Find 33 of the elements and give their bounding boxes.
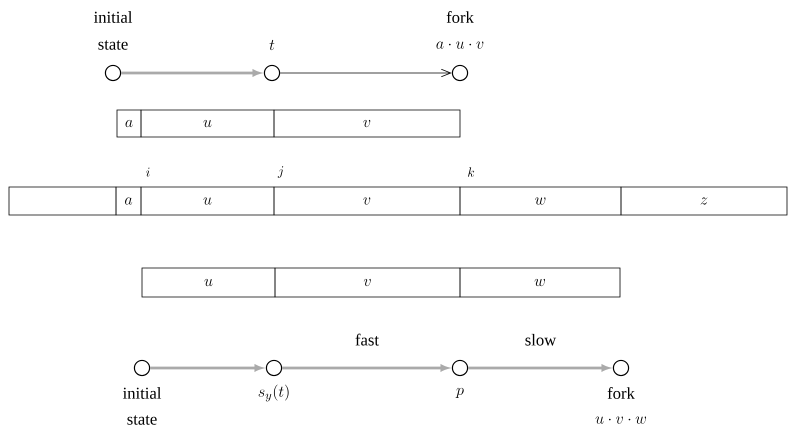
state-label: state <box>98 40 128 50</box>
arrow <box>280 68 452 78</box>
tape-cell: $v$ <box>274 186 460 216</box>
arrow <box>468 364 610 372</box>
state-label: $u \cdot v \cdot w$ <box>596 416 646 424</box>
state-label: fork <box>446 11 474 23</box>
state-label: $t$ <box>270 40 274 50</box>
state-label: $a \cdot u \cdot v$ <box>436 42 484 49</box>
tape-cell: $w$ <box>460 268 620 298</box>
arrow <box>282 364 448 372</box>
state-label: initial <box>94 11 132 23</box>
tape-cell: $z$ <box>620 186 788 216</box>
tape-cell: $u$ <box>142 268 276 298</box>
edge-label: slow <box>525 334 556 346</box>
tape-cell: $v$ <box>274 268 460 298</box>
edge-label: fast <box>356 334 379 346</box>
position-label: $k$ <box>468 167 474 177</box>
state-label: $p$ <box>456 388 464 398</box>
state-label: initial <box>122 387 162 399</box>
arrow <box>150 364 262 372</box>
tape-cell: $a$ <box>116 186 142 216</box>
tape-cell: $v$ <box>274 110 460 138</box>
state-label: fork <box>608 387 635 399</box>
state-label: state <box>127 415 157 425</box>
tape-cell: $u$ <box>140 186 274 216</box>
tape-cell: $w$ <box>460 186 622 216</box>
arrow <box>121 70 260 76</box>
state-label: $s_y(t)$ <box>258 384 289 402</box>
position-label: $j$ <box>278 166 284 178</box>
position-label: $i$ <box>146 168 150 177</box>
tape-cell <box>8 186 116 216</box>
tape-cell: $a$ <box>116 110 142 138</box>
tape-cell: $u$ <box>140 110 274 138</box>
